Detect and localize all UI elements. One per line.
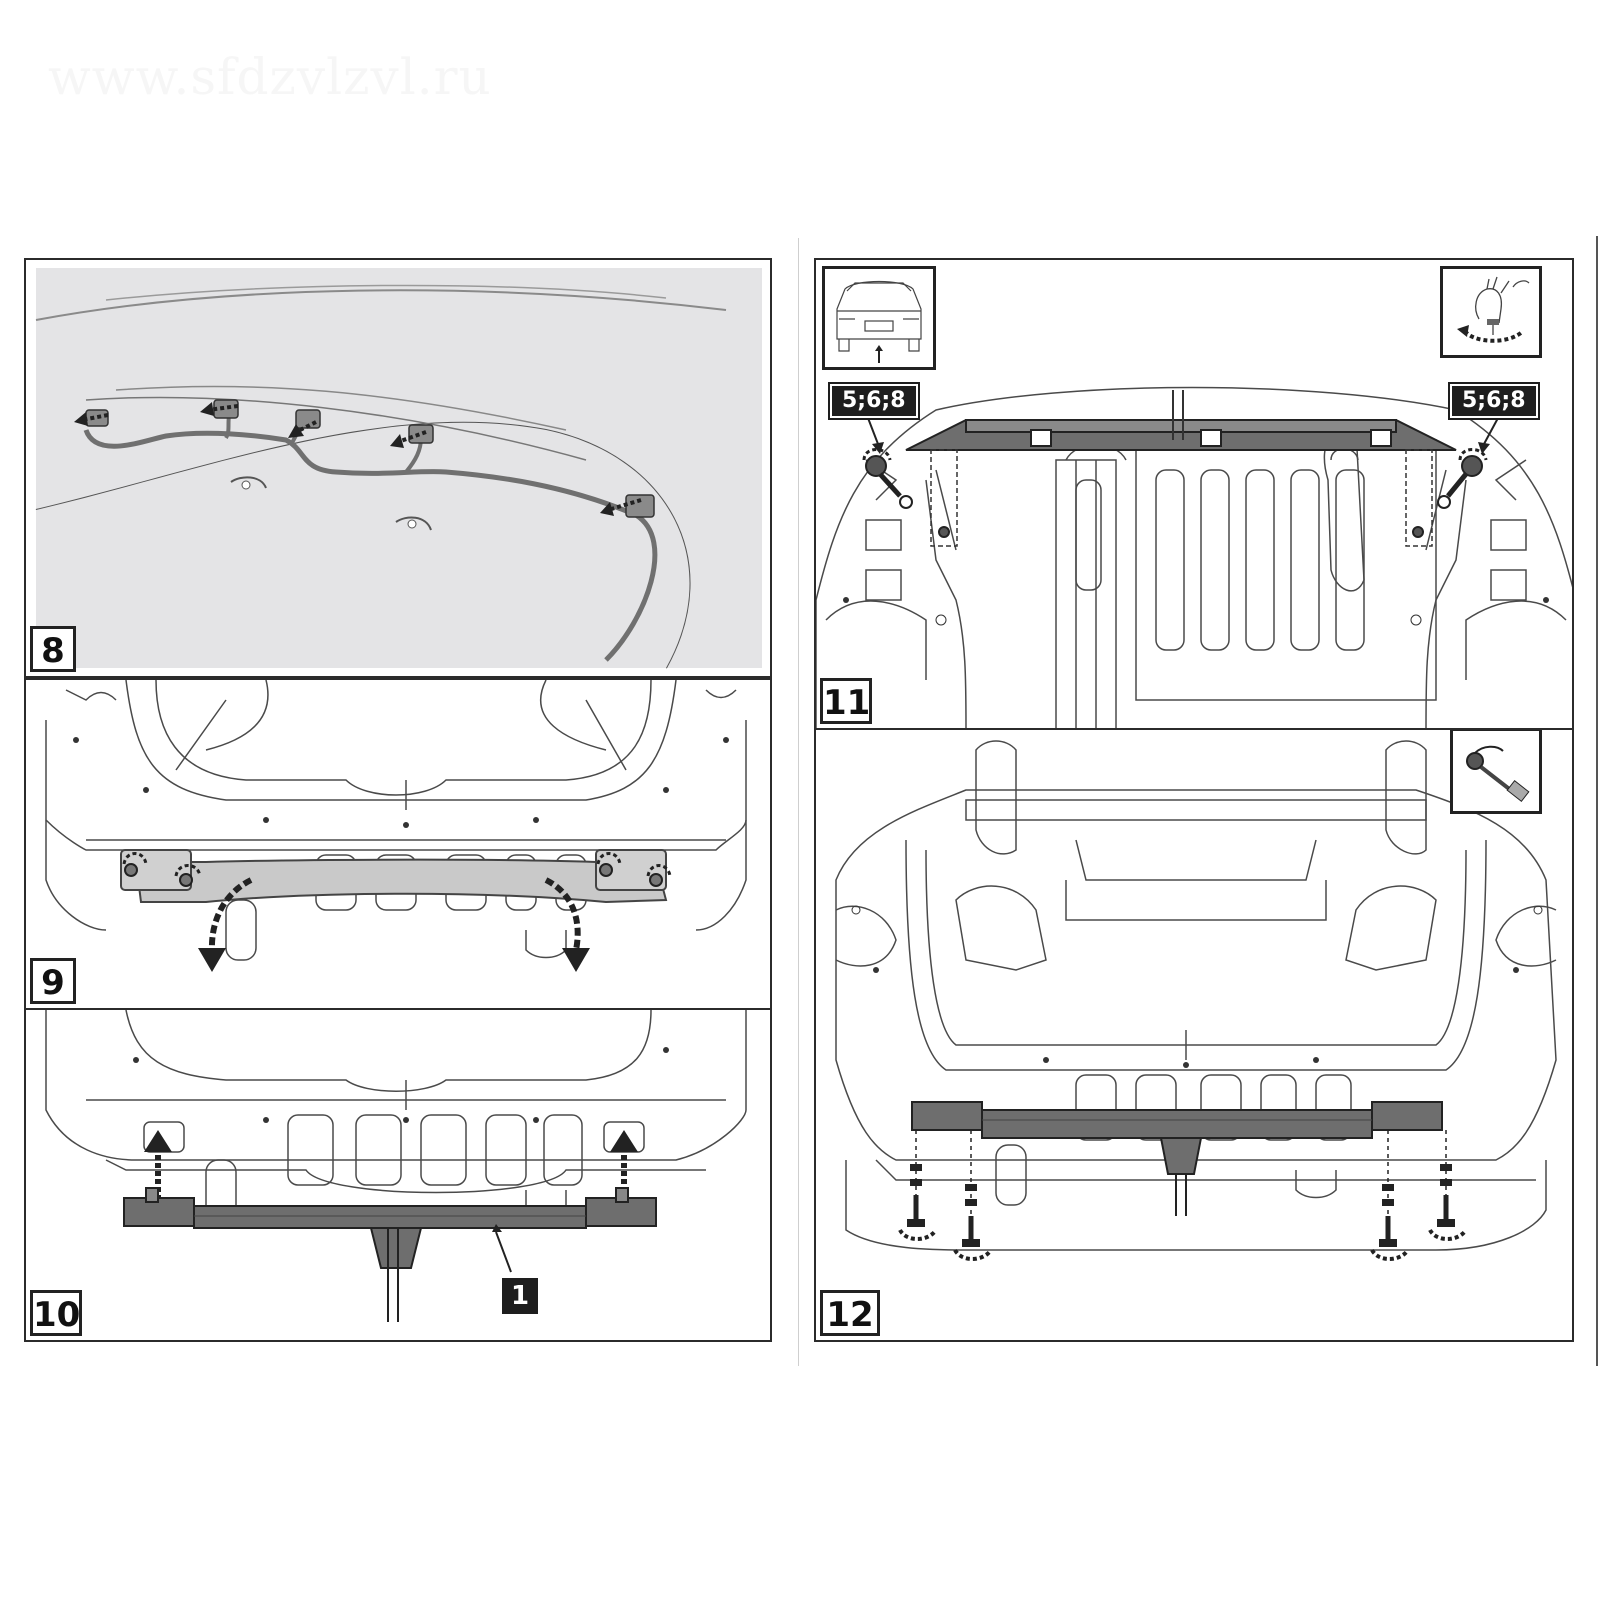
step-10-illustration	[45, 1010, 747, 1322]
step-number-11: 11	[820, 678, 872, 724]
bolt-markers	[124, 863, 663, 887]
step-number-10: 10	[30, 1290, 82, 1336]
up-arrows	[155, 1150, 627, 1200]
hand-tighten-inset	[1440, 266, 1542, 358]
step-number-12: 12	[820, 1290, 880, 1336]
step-12-panel: 12	[814, 728, 1574, 1342]
tow-bar-crossmember	[123, 1187, 657, 1322]
bolt-callout-right: 5;6;8	[1448, 382, 1540, 420]
bolt-assembly-left	[865, 455, 950, 538]
step-12-illustration	[835, 740, 1557, 1261]
step-10-panel: 1 10	[24, 1008, 772, 1342]
hand-tighten-bolt-icon	[1457, 276, 1530, 343]
bumper-reinforcement	[134, 858, 668, 904]
step-9-illustration	[45, 680, 747, 972]
rear-crossbar	[905, 390, 1457, 451]
torque-wrench-inset	[1450, 730, 1542, 814]
step-11-illustration	[816, 386, 1572, 728]
car-rear-view-icon	[836, 280, 922, 363]
down-arrows	[208, 877, 581, 951]
part-number-1: 1	[502, 1278, 538, 1314]
step-9-panel: 9	[24, 678, 772, 1010]
step-number-9: 9	[30, 958, 76, 1004]
car-rear-view-inset	[822, 266, 936, 370]
page-divider	[798, 238, 799, 1366]
step-8-panel: 8	[24, 258, 772, 678]
bolt-callout-left: 5;6;8	[828, 382, 920, 420]
watermark-text: www.sfdzvlzvl.ru	[48, 48, 492, 106]
mounting-bolts	[907, 1130, 1455, 1247]
step-8-illustration	[35, 268, 762, 669]
wiring-harness	[83, 428, 658, 662]
tow-bar-installed	[911, 1101, 1443, 1216]
bolt-assembly-right	[1412, 455, 1483, 538]
right-edge-line	[1596, 236, 1598, 1366]
step-number-8: 8	[30, 626, 76, 672]
step-11-panel: 5;6;8 5;6;8 11	[814, 258, 1574, 730]
part-1-leader	[495, 1231, 512, 1273]
torque-wrench-icon	[1466, 745, 1530, 802]
